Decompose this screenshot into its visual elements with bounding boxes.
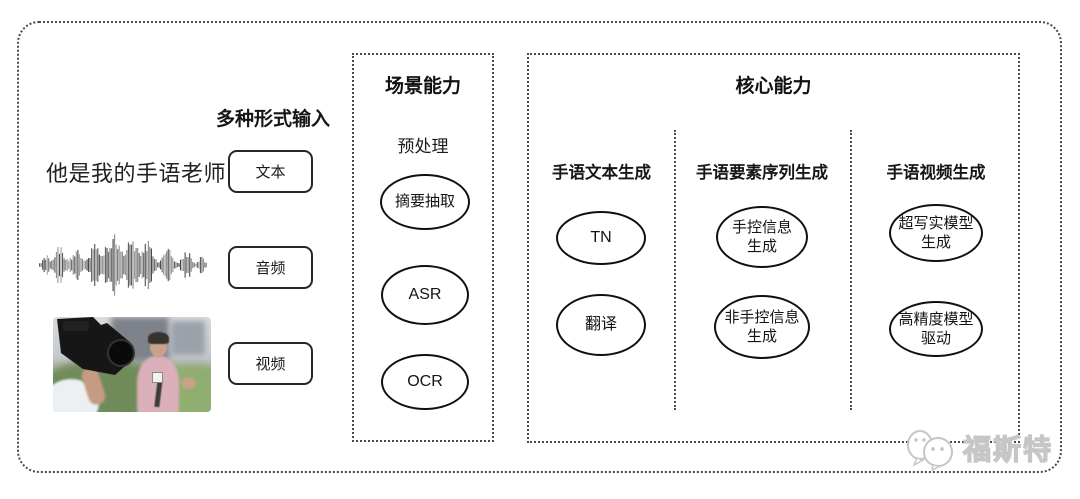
core-capability-title: 核心能力 bbox=[735, 76, 812, 97]
input-type-label: 音频 bbox=[255, 260, 286, 277]
node-manual-info-generation: 手控信息 生成 bbox=[716, 206, 808, 268]
column-sign-text-generation: 手语文本生成 TN 翻译 bbox=[529, 55, 674, 441]
node-translation: 翻译 bbox=[556, 294, 646, 356]
scene-capability-title: 场景能力 bbox=[384, 76, 461, 97]
photo-reporter-hand bbox=[181, 377, 196, 389]
core-capability-box: 核心能力 手语文本生成 TN 翻译 手语要素序列生成 手控信息 生成 非手控信息… bbox=[527, 53, 1020, 443]
camera-icon bbox=[57, 317, 135, 375]
photo-microphone-cube bbox=[152, 372, 163, 383]
preprocess-label: 预处理 bbox=[397, 137, 449, 156]
input-type-label: 文本 bbox=[255, 164, 286, 181]
input-type-label: 视频 bbox=[255, 356, 286, 373]
node-non-manual-info-generation: 非手控信息 生成 bbox=[714, 295, 810, 359]
node-summary-extraction: 摘要抽取 bbox=[380, 174, 470, 230]
column-sign-element-sequence-generation: 手语要素序列生成 手控信息 生成 非手控信息 生成 bbox=[674, 55, 850, 441]
column-header: 手语文本生成 bbox=[552, 164, 651, 182]
node-tn: TN bbox=[556, 211, 646, 265]
watermark-text: 福斯特 bbox=[962, 433, 1054, 465]
photo-building-shape bbox=[171, 321, 205, 355]
audio-waveform-icon bbox=[39, 234, 207, 296]
node-high-precision-model-driving: 高精度模型 驱动 bbox=[889, 301, 983, 357]
column-divider bbox=[850, 130, 852, 410]
watermark: 福斯特 bbox=[905, 424, 1053, 472]
input-section-title: 多种形式输入 bbox=[215, 109, 330, 130]
column-sign-video-generation: 手语视频生成 超写实模型 生成 高精度模型 驱动 bbox=[850, 55, 1022, 441]
column-header: 手语要素序列生成 bbox=[696, 164, 828, 182]
input-type-box-audio: 音频 bbox=[228, 246, 313, 289]
node-asr: ASR bbox=[381, 265, 469, 325]
column-divider bbox=[674, 130, 676, 410]
node-hyperrealistic-model-generation: 超写实模型 生成 bbox=[889, 204, 983, 262]
diagram-outer-border bbox=[17, 21, 1062, 473]
node-ocr: OCR bbox=[381, 354, 469, 410]
photo-reporter-hair bbox=[148, 332, 169, 344]
video-thumbnail bbox=[53, 317, 211, 412]
sample-sentence-text: 他是我的手语老师 bbox=[46, 161, 227, 186]
scene-capability-box: 场景能力 预处理 摘要抽取 ASR OCR bbox=[352, 53, 494, 442]
input-type-box-text: 文本 bbox=[228, 150, 313, 193]
column-header: 手语视频生成 bbox=[886, 164, 986, 182]
input-type-box-video: 视频 bbox=[228, 342, 313, 385]
watermark-mascot-icon bbox=[907, 430, 953, 472]
